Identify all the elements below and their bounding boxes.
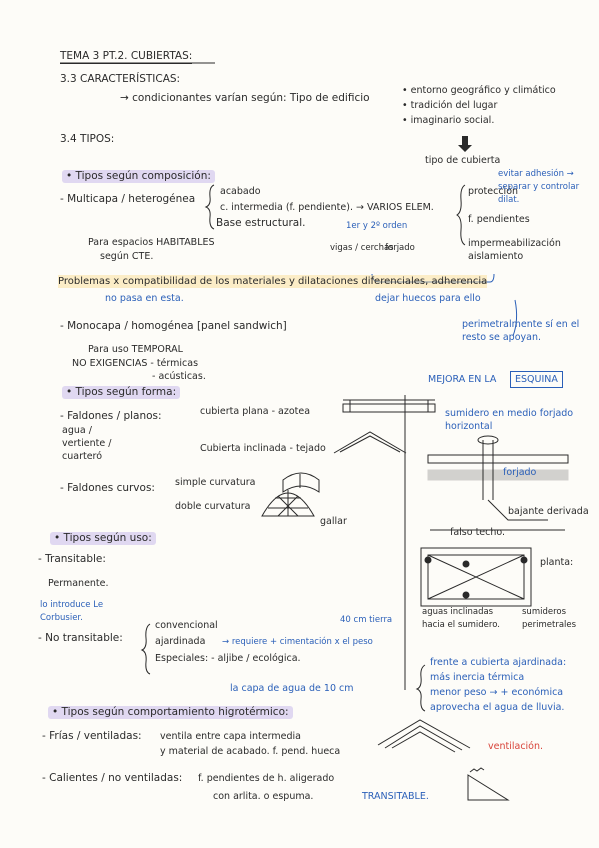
plana: cubierta plana - azotea	[200, 406, 311, 417]
tierra-note: 40 cm tierra	[340, 615, 393, 625]
elem-4: aislamiento	[468, 251, 524, 262]
vault-sketch	[282, 472, 320, 493]
multicapa: - Multicapa / heterogénea	[60, 193, 196, 205]
layer-2: c. intermedia (f. pendiente). → VARIOS E…	[220, 202, 434, 213]
elem-1: protección	[468, 186, 519, 197]
page-title: TEMA 3 PT.2. CUBIERTAS:	[60, 50, 193, 64]
convencional: convencional	[155, 620, 218, 631]
planta-label: planta:	[540, 557, 574, 568]
calientes: - Calientes / no ventiladas:	[42, 772, 183, 784]
ventaja-1: más inercia térmica	[430, 672, 525, 683]
ajardinada: ajardinada	[155, 636, 206, 647]
no-pasa-note: no pasa en esta.	[105, 293, 184, 304]
mejora-label: MEJORA EN LA	[428, 374, 497, 385]
s33-line: → condicionantes varían según: Tipo de e…	[120, 92, 370, 104]
sumidero-note: sumidero en medio forjado horizontal	[445, 408, 574, 432]
problems-line: Problemas x compatibilidad de los materi…	[58, 275, 488, 288]
s34-heading: 3.4 TIPOS:	[60, 133, 115, 145]
factor-2: • tradición del lugar	[402, 100, 498, 111]
frias-desc-1: ventila entre capa intermedia	[160, 731, 301, 742]
forjado-note: forjado	[503, 467, 537, 478]
layer-3: Base estructural.	[216, 217, 306, 229]
mono-2: NO EXIGENCIAS - térmicas	[72, 358, 199, 369]
mono-1: Para uso TEMPORAL	[88, 344, 183, 355]
section-drawing	[404, 395, 569, 690]
capa-note: la capa de agua de 10 cm	[230, 683, 354, 694]
dejar-note: dejar huecos para ello	[375, 293, 481, 304]
curvos: - Faldones curvos:	[60, 482, 155, 494]
ajardinada-note: → requiere + cimentación x el peso	[222, 637, 373, 647]
perim-note: perimetralmente sí en el resto se apoyan…	[462, 319, 580, 343]
pitched-roof-sketch	[333, 431, 407, 454]
frias-desc-2: y material de acabado. f. pend. hueca	[160, 746, 341, 757]
forma-heading: • Tipos según forma:	[62, 386, 181, 399]
factor-1: • entorno geográfico y climático	[402, 85, 556, 96]
introduce-note: lo introduce Le Corbusier.	[40, 600, 104, 623]
falso-techo: falso techo.	[450, 527, 506, 538]
bajante-note: bajante derivada	[508, 506, 589, 517]
uses-1: Para espacios HABITABLES	[88, 237, 215, 248]
gallar: gallar	[320, 516, 347, 527]
aguas-note: aguas inclinadas hacia el sumidero.	[422, 607, 500, 630]
permanente: Permanente.	[48, 578, 109, 589]
no-transitable: - No transitable:	[38, 632, 123, 644]
transitable-note: TRANSITABLE.	[362, 791, 429, 802]
higro-heading: • Tipos según comportamiento higrotérmic…	[48, 706, 293, 719]
elem-note: evitar adhesión → separar y controlar di…	[498, 169, 580, 205]
especiales: Especiales: - aljibe / ecológica.	[155, 653, 301, 664]
cal-desc-2: con arlita. o espuma.	[213, 791, 314, 802]
ventaja-3: aprovecha el agua de lluvia.	[430, 702, 565, 713]
simple: simple curvatura	[175, 477, 256, 488]
ventaja-2: menor peso → + económica	[430, 687, 564, 698]
s33-heading: 3.3 CARACTERÍSTICAS:	[60, 73, 181, 85]
uses-2: según CTE.	[100, 251, 154, 262]
transitable: - Transitable:	[38, 553, 106, 565]
elem-3: impermeabilización	[468, 238, 561, 249]
doble: doble curvatura	[175, 501, 251, 512]
plan-drawing	[420, 547, 532, 607]
mono-3: - acústicas.	[152, 371, 206, 382]
monocapa: - Monocapa / homogénea [panel sandwich]	[60, 320, 287, 332]
down-arrow-icon	[458, 136, 472, 152]
ventilated-roof-sketch	[377, 719, 471, 753]
warm-roof-sketch	[467, 767, 510, 801]
esquina-label: ESQUINA	[510, 371, 563, 388]
faldones-sub: agua / vertiente / cuarteró	[62, 425, 112, 462]
sumideros-note: sumideros perimetrales	[522, 607, 577, 630]
base-note-3: forjado	[385, 243, 415, 253]
frente-note: frente a cubierta ajardinada:	[430, 657, 567, 668]
uso-heading: • Tipos según uso:	[50, 532, 156, 545]
comp-heading: • Tipos según composición:	[62, 170, 215, 183]
inclinada: Cubierta inclinada - tejado	[200, 443, 326, 454]
base-note-1: 1er y 2º orden	[346, 221, 408, 231]
layer-1: acabado	[220, 186, 261, 197]
elem-2: f. pendientes	[468, 214, 530, 225]
cal-desc-1: f. pendientes de h. aligerado	[198, 773, 335, 784]
faldones: - Faldones / planos:	[60, 410, 162, 422]
factor-3: • imaginario social.	[402, 115, 495, 126]
frias: - Frías / ventiladas:	[42, 730, 142, 742]
ventilacion-note: ventilación.	[488, 741, 544, 752]
dome-sketch	[261, 490, 315, 517]
base-note-2: vigas / cerchas	[330, 243, 394, 253]
flat-roof-sketch	[342, 399, 436, 413]
roof-type: tipo de cubierta	[425, 155, 501, 166]
